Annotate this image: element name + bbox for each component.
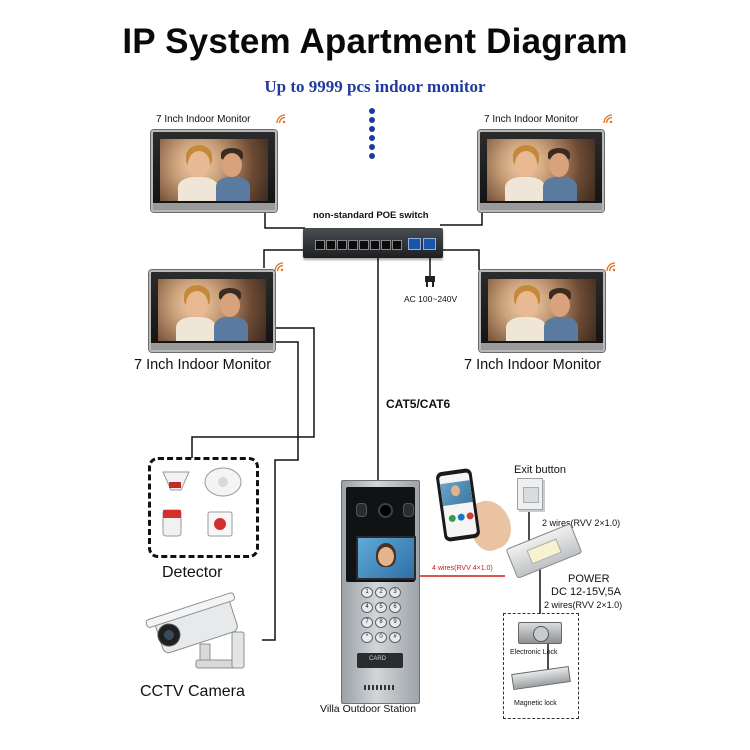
poe-switch — [303, 228, 443, 258]
ellipsis-dot — [369, 126, 375, 132]
keypad-key: 4 — [361, 602, 373, 613]
wifi-icon — [603, 114, 613, 124]
wifi-icon — [274, 262, 284, 272]
wire-mid-left-monitor — [263, 249, 305, 268]
monitor-label-mid-right: 7 Inch Indoor Monitor — [464, 357, 602, 373]
ellipsis-dot — [369, 153, 375, 159]
power-plug-icon — [425, 276, 435, 287]
electronic-lock-icon — [518, 622, 562, 644]
power-spec-label: DC 12-15V,5A — [551, 586, 621, 598]
indoor-monitor-mid-left — [149, 270, 275, 352]
keypad-key: 0 — [375, 632, 387, 643]
ellipsis-dot — [369, 108, 375, 114]
speaker-grill — [364, 685, 396, 690]
ellipsis-dot — [369, 144, 375, 150]
subtitle: Up to 9999 pcs indoor monitor — [264, 77, 486, 96]
exit-wires-label: 2 wires(RVV 2×1.0) — [542, 518, 621, 528]
monitor-label-mid-left: 7 Inch Indoor Monitor — [134, 357, 272, 373]
power-out-wires-label: 2 wires(RVV 2×1.0) — [544, 600, 623, 610]
card-reader: CARD — [357, 653, 403, 668]
wire-top-left-monitor — [264, 212, 305, 229]
indoor-monitor-mid-right — [479, 270, 605, 352]
keypad-key: 5 — [375, 602, 387, 613]
electronic-lock-label: Electronic Lock — [510, 649, 558, 656]
keypad-key: 9 — [389, 617, 401, 628]
power-label: POWER — [568, 573, 610, 585]
station-label: Villa Outdoor Station — [320, 703, 417, 715]
switch-label: non-standard POE switch — [313, 210, 429, 221]
keypad-key: 7 — [361, 617, 373, 628]
keypad-key: 3 — [389, 587, 401, 598]
cctv-camera-icon — [145, 592, 245, 669]
switch-power-label: AC 100~240V — [404, 294, 458, 304]
wifi-icon — [276, 114, 286, 124]
detector-label: Detector — [162, 564, 223, 581]
wire-mid-right-monitor — [440, 249, 480, 270]
keypad-key: 2 — [375, 587, 387, 598]
wire-cctv — [262, 341, 299, 641]
wire-top-right-monitor — [440, 212, 483, 226]
ellipsis-dot — [369, 117, 375, 123]
wifi-icon — [606, 262, 616, 272]
indoor-monitor-top-left — [151, 130, 277, 212]
lock-group — [503, 613, 579, 719]
keypad-key: 1 — [361, 587, 373, 598]
villa-outdoor-station: 1 2 3 4 5 6 7 8 9 * 0 # CARD — [341, 480, 420, 704]
keypad-key: * — [361, 632, 373, 643]
cable-label: CAT5/CAT6 — [386, 397, 451, 411]
detector-group — [148, 457, 259, 558]
page-title: IP System Apartment Diagram — [122, 22, 628, 61]
monitor-label-top-left: 7 Inch Indoor Monitor — [156, 114, 251, 125]
ellipsis-dot — [369, 135, 375, 141]
exit-button-label: Exit button — [514, 464, 566, 476]
station-wires-label: 4 wires(RVV 4×1.0) — [432, 565, 493, 572]
exit-button-device — [517, 478, 543, 510]
card-reader-label: CARD — [369, 656, 387, 662]
magnetic-lock-label: Magnetic lock — [514, 700, 557, 707]
keypad-key: # — [389, 632, 401, 643]
keypad-key: 6 — [389, 602, 401, 613]
monitor-label-top-right: 7 Inch Indoor Monitor — [484, 114, 579, 125]
indoor-monitor-top-right — [478, 130, 604, 212]
cctv-label: CCTV Camera — [140, 683, 245, 700]
wire-detector — [191, 327, 315, 458]
keypad-key: 8 — [375, 617, 387, 628]
